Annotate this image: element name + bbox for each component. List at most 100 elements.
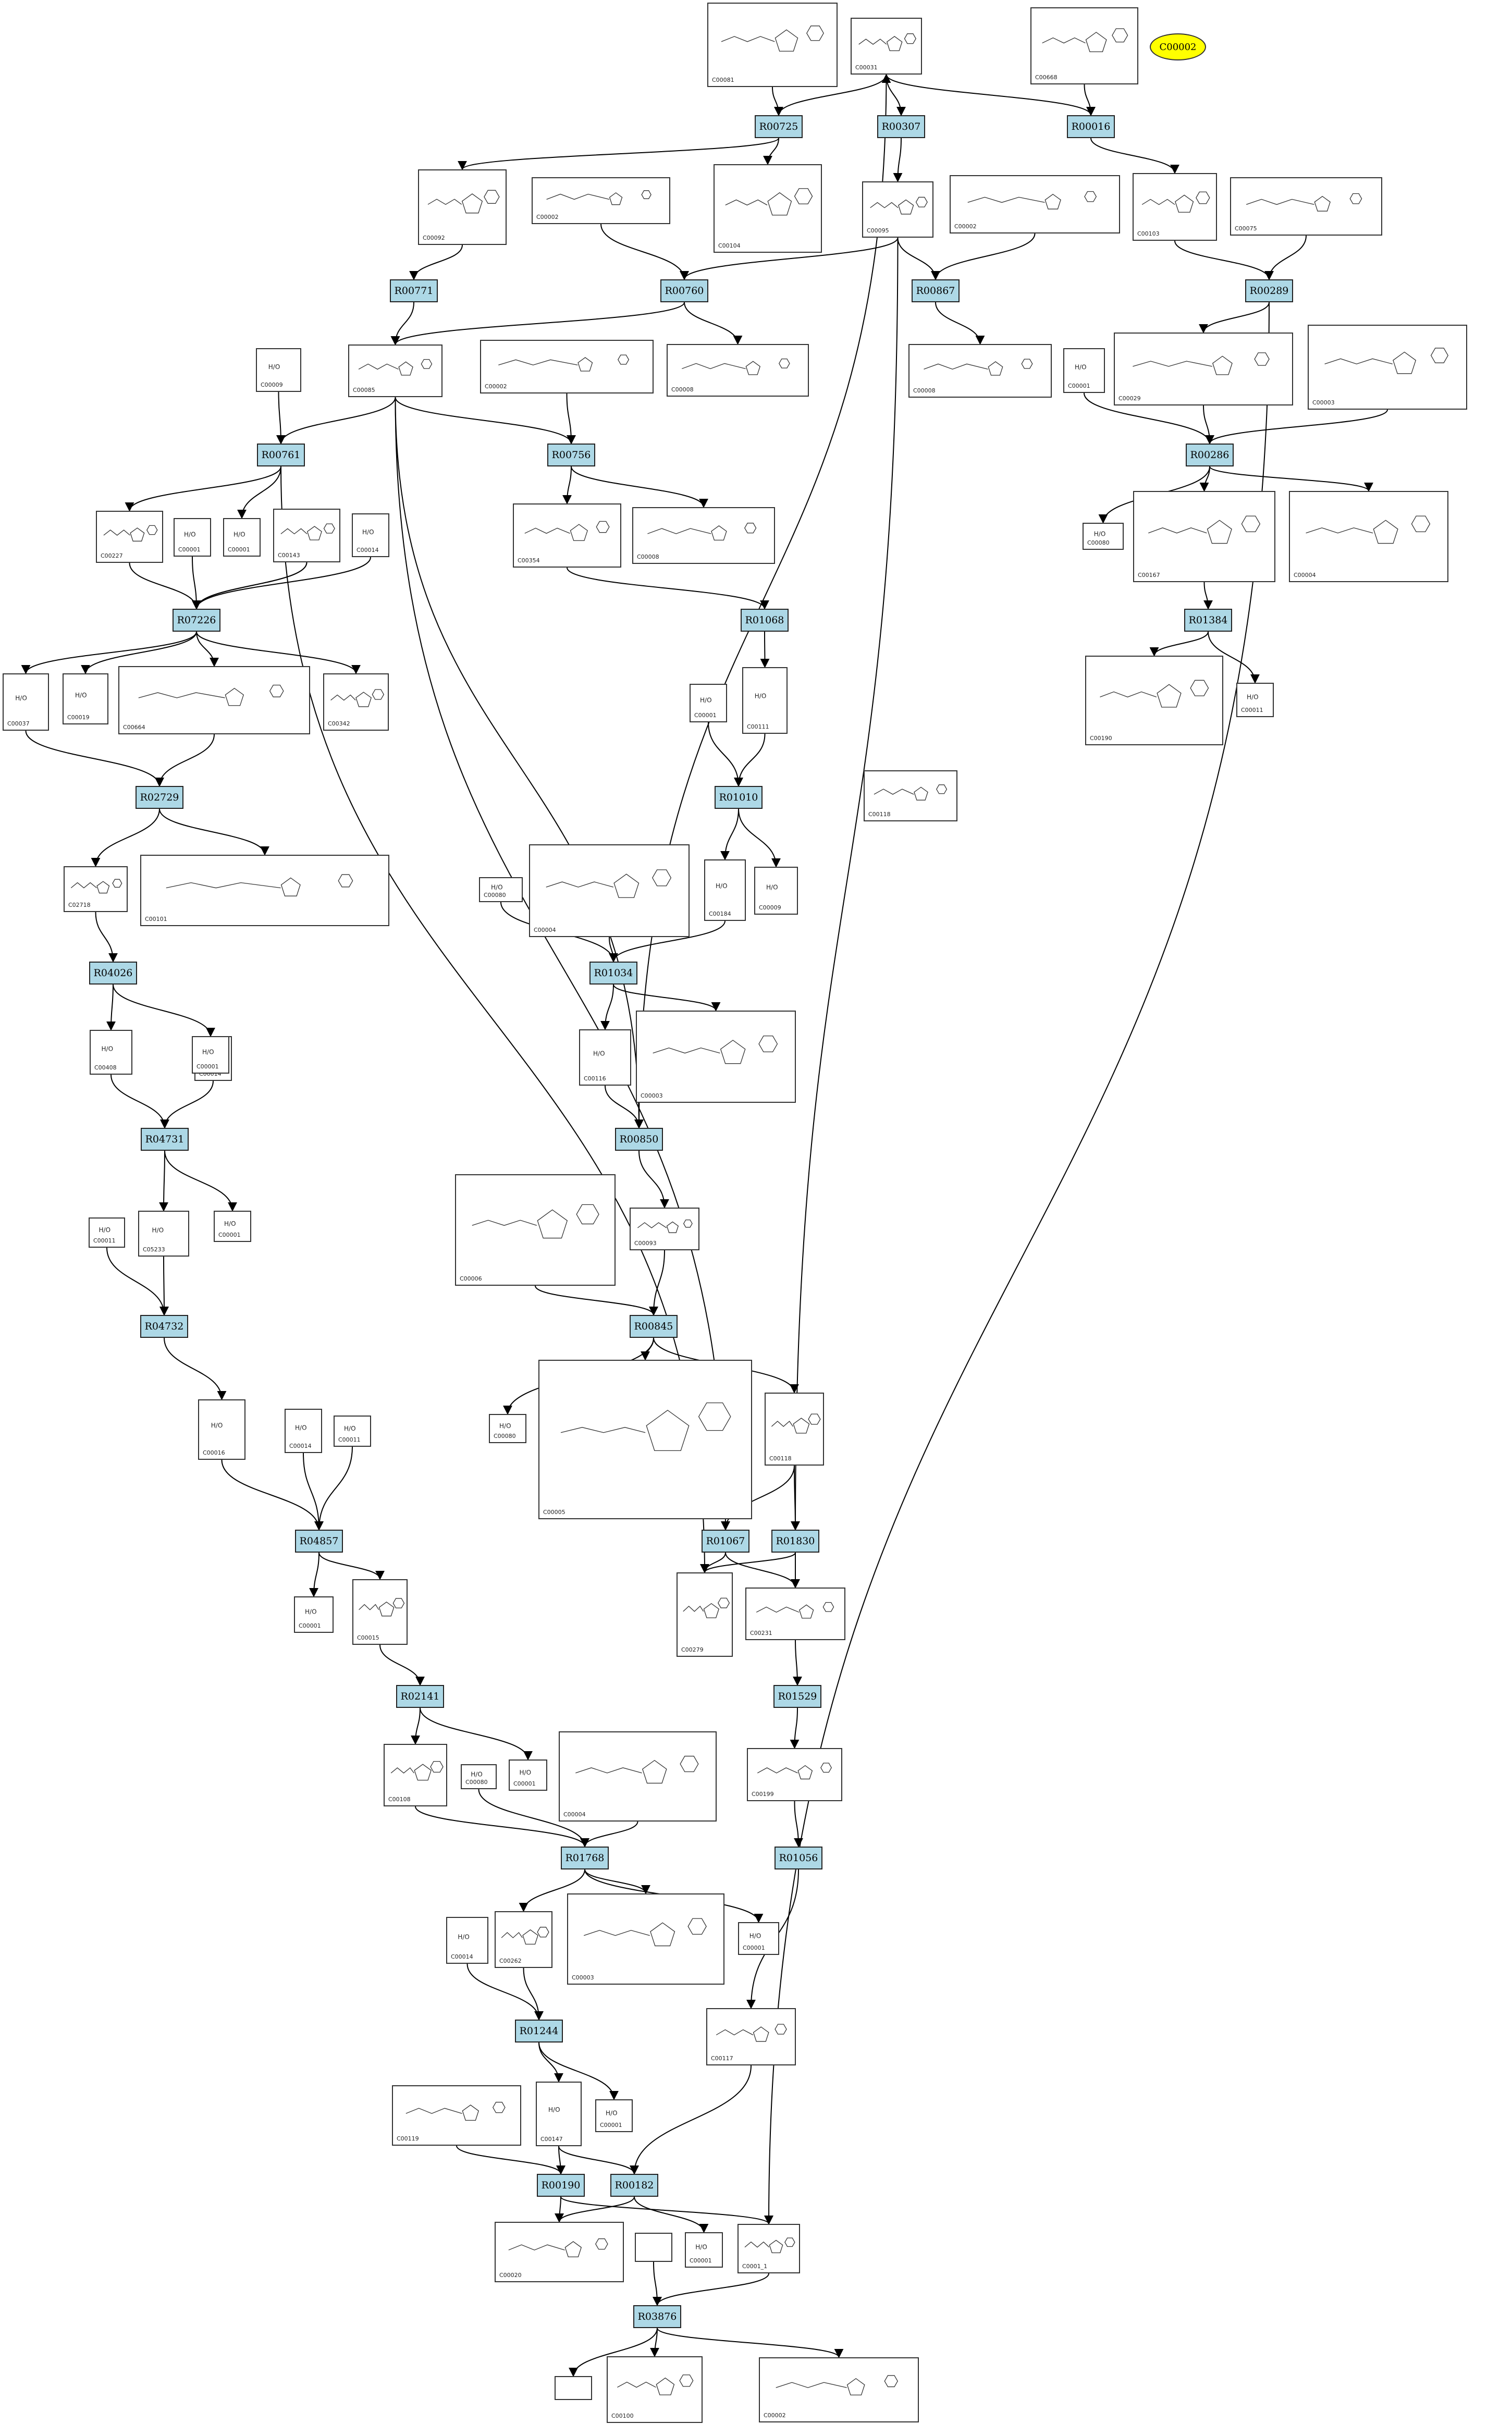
edge — [125, 466, 281, 512]
edge — [792, 1640, 802, 1686]
svg-text:H∕O: H∕O — [1094, 530, 1106, 537]
compound-label: C00118 — [868, 811, 891, 818]
reaction-r00289[interactable]: R00289 — [1245, 279, 1293, 302]
compound-label: C00093 — [634, 1240, 657, 1247]
reaction-r01384[interactable]: R01384 — [1184, 609, 1232, 632]
compound-label: C00001 — [743, 1945, 765, 1951]
structure-sketch: H∕O — [1094, 530, 1106, 537]
compound-label: C00231 — [750, 1630, 772, 1636]
reaction-r00190[interactable]: R00190 — [537, 2174, 585, 2197]
reaction-r02141[interactable]: R02141 — [396, 1685, 444, 1708]
reaction-r03876[interactable]: R03876 — [633, 2305, 681, 2328]
reaction-r01768[interactable]: R01768 — [561, 1847, 609, 1869]
edge — [653, 2273, 769, 2306]
edge — [110, 1074, 169, 1129]
reaction-r02729[interactable]: R02729 — [136, 786, 183, 809]
structure-sketch: H∕O — [593, 1050, 605, 1057]
reaction-r01529[interactable]: R01529 — [773, 1685, 821, 1708]
compound-c00104: C00104 — [714, 164, 822, 253]
compound-label: C00037 — [7, 720, 30, 727]
reaction-r00771[interactable]: R00771 — [390, 279, 438, 302]
compound-label: C00001 — [196, 1063, 219, 1070]
reaction-r00016[interactable]: R00016 — [1067, 115, 1115, 138]
compound-c00029: C00029 — [1114, 333, 1293, 405]
compound-c00095: C00095 — [862, 181, 933, 238]
structure-sketch — [405, 2101, 506, 2121]
reaction-r04731[interactable]: R04731 — [141, 1128, 189, 1151]
structure-sketch — [583, 1918, 707, 1947]
compound-c00118a: C00118 — [864, 770, 957, 821]
reaction-r00756[interactable]: R00756 — [547, 444, 595, 466]
compound-label: C00001 — [218, 1232, 241, 1238]
edge — [395, 397, 576, 445]
edge — [276, 391, 286, 445]
reaction-r01244[interactable]: R01244 — [515, 2020, 563, 2042]
svg-text:H∕O: H∕O — [295, 1424, 307, 1431]
svg-text:H∕O: H∕O — [520, 1769, 532, 1776]
reaction-r00760[interactable]: R00760 — [660, 279, 708, 302]
edge — [25, 730, 164, 787]
compound-label: C00009 — [759, 904, 781, 911]
edge — [538, 2042, 619, 2100]
structure-sketch — [1141, 191, 1210, 213]
edge — [652, 2261, 662, 2306]
edge — [395, 397, 730, 1531]
edge — [613, 984, 721, 1012]
reaction-r00850[interactable]: R00850 — [615, 1128, 663, 1151]
structure-sketch — [1133, 352, 1270, 375]
svg-text:H∕O: H∕O — [184, 531, 196, 538]
reaction-r00725[interactable]: R00725 — [755, 115, 803, 138]
reaction-r01830[interactable]: R01830 — [771, 1530, 819, 1553]
reaction-r01067[interactable]: R01067 — [702, 1530, 749, 1553]
edge — [113, 984, 215, 1037]
edge — [91, 808, 160, 867]
reaction-r07226[interactable]: R07226 — [173, 609, 220, 632]
compound-c00668: C00668 — [1030, 7, 1138, 84]
reaction-r04857[interactable]: R04857 — [295, 1530, 343, 1553]
reaction-r04732[interactable]: R04732 — [140, 1315, 188, 1338]
reaction-r04026[interactable]: R04026 — [89, 962, 137, 985]
reaction-r00307[interactable]: R00307 — [877, 115, 925, 138]
structure-sketch — [647, 523, 757, 541]
compound-label: C00014 — [289, 1443, 312, 1449]
reaction-r00761[interactable]: R00761 — [257, 444, 305, 466]
reaction-r00845[interactable]: R00845 — [630, 1315, 678, 1338]
compound-label: C00262 — [499, 1958, 522, 1964]
structure-sketch — [716, 2024, 787, 2042]
reaction-r01068[interactable]: R01068 — [741, 609, 789, 632]
reaction-r01056[interactable]: R01056 — [775, 1847, 822, 1869]
reaction-r00182[interactable]: R00182 — [610, 2174, 658, 2197]
edge — [318, 1552, 385, 1580]
structure-sketch — [725, 188, 813, 216]
reaction-r01010[interactable]: R01010 — [715, 786, 763, 809]
reaction-r01034[interactable]: R01034 — [589, 962, 637, 985]
reaction-r00867[interactable]: R00867 — [912, 279, 960, 302]
structure-sketch: H∕O — [184, 531, 196, 538]
compound-c02718: C02718 — [64, 866, 128, 912]
compound-c00117: C00117 — [706, 2008, 796, 2065]
svg-text:H∕O: H∕O — [766, 883, 778, 891]
edge — [886, 74, 1096, 116]
edge — [931, 233, 1036, 280]
svg-text:H∕O: H∕O — [458, 1934, 470, 1941]
reaction-r00286[interactable]: R00286 — [1186, 444, 1234, 466]
edge — [106, 984, 116, 1031]
structure-sketch — [721, 26, 824, 52]
structure-sketch — [1324, 348, 1448, 374]
compound-label: C02718 — [68, 902, 91, 908]
compound-c00190: C00190 — [1085, 656, 1223, 745]
structure-sketch: H∕O — [102, 1045, 114, 1053]
compound-label: C00003 — [572, 1974, 594, 1981]
edge — [638, 1150, 669, 1209]
compound-label: C00190 — [1090, 735, 1112, 742]
structure-sketch: H∕O — [202, 1048, 214, 1055]
